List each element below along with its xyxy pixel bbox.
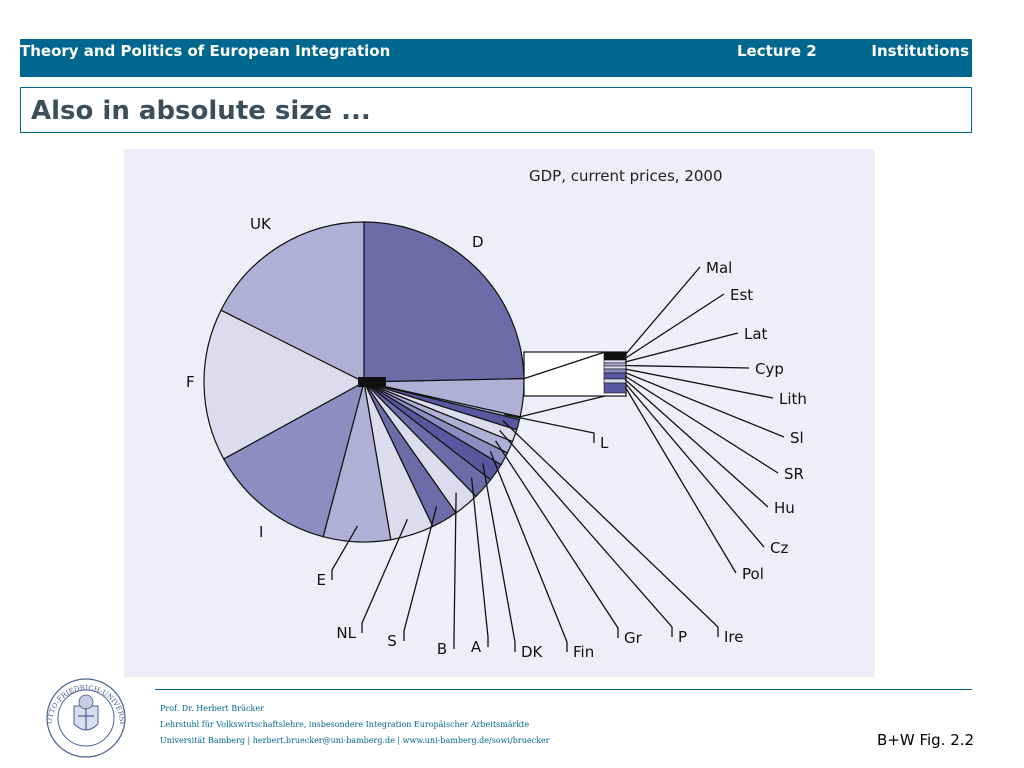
slice-label-gr: Gr bbox=[624, 629, 643, 647]
pie-slice-f bbox=[203, 309, 366, 460]
slice-label-pol: Pol bbox=[742, 565, 764, 583]
chart-panel: GDP, current prices, 2000 UK D F I E NL S B A DK F… bbox=[124, 149, 875, 677]
leader-line-lith bbox=[624, 368, 774, 399]
small-country-bar-4 bbox=[603, 365, 627, 370]
leader-line-lat bbox=[624, 332, 739, 363]
slice-label-ire: Ire bbox=[724, 628, 744, 646]
explode-connector bbox=[520, 351, 606, 418]
leader-line-pol bbox=[624, 386, 737, 574]
small-country-bar-3 bbox=[603, 362, 627, 367]
leader-line-l bbox=[504, 413, 595, 443]
leader-line-b bbox=[453, 492, 457, 649]
slice-label-hu: Hu bbox=[774, 499, 795, 517]
footer-chair: Lehrstuhl für Volkswirtschaftslehre, ins… bbox=[160, 720, 530, 729]
slice-label-d: D bbox=[472, 233, 484, 251]
pie-slice-uk bbox=[220, 221, 365, 383]
course-title: Theory and Politics of European Integrat… bbox=[20, 42, 391, 60]
small-country-bar-1 bbox=[603, 355, 627, 361]
slice-label-a: A bbox=[471, 638, 482, 656]
slice-label-l: L bbox=[600, 434, 609, 452]
leader-line-cz bbox=[624, 382, 765, 548]
small-country-bar-6 bbox=[603, 372, 627, 380]
slice-label-cyp: Cyp bbox=[755, 360, 784, 378]
slice-label-p: P bbox=[678, 628, 687, 646]
slice-label-e: E bbox=[317, 571, 326, 589]
pie-center-hub bbox=[358, 377, 386, 387]
slice-label-fin: Fin bbox=[573, 643, 594, 661]
slide-header-bar: Theory and Politics of European Integrat… bbox=[20, 39, 972, 77]
leader-line-e bbox=[331, 525, 359, 580]
slide-title-box: Also in absolute size ... bbox=[20, 87, 972, 133]
leader-line-gr bbox=[494, 440, 619, 638]
leader-line-sr bbox=[624, 375, 779, 474]
lecture-topic: Institutions bbox=[871, 42, 969, 60]
slice-label-lat: Lat bbox=[744, 325, 768, 343]
small-country-bar-5 bbox=[603, 368, 627, 374]
small-country-bar-8 bbox=[603, 382, 627, 394]
slice-label-nl: NL bbox=[336, 624, 356, 642]
university-seal-icon: OTTO-FRIEDRICH-UNIVERSITÄT BAMBERG bbox=[36, 665, 126, 758]
leader-line-s bbox=[403, 506, 438, 641]
lecture-number: Lecture 2 bbox=[737, 42, 817, 60]
small-country-bar-7 bbox=[603, 378, 627, 384]
leader-line-mal bbox=[624, 266, 701, 356]
leader-line-hu bbox=[624, 379, 769, 508]
slice-label-sr: SR bbox=[784, 465, 804, 483]
slice-label-mal: Mal bbox=[706, 259, 732, 277]
slice-label-dk: DK bbox=[521, 643, 544, 661]
leader-line-ire bbox=[502, 420, 719, 637]
chart-title: GDP, current prices, 2000 bbox=[529, 167, 723, 185]
pie-slice-i bbox=[222, 380, 365, 538]
footer-rule bbox=[155, 689, 972, 690]
gdp-pie-chart: GDP, current prices, 2000 UK D F I E NL S B A DK F… bbox=[186, 167, 807, 661]
slice-label-s: S bbox=[387, 632, 397, 650]
leader-line-sl bbox=[624, 371, 785, 438]
slide-title: Also in absolute size ... bbox=[31, 96, 371, 126]
leader-line-est bbox=[624, 293, 725, 360]
pie-slice-d bbox=[363, 221, 525, 383]
slice-label-sl: Sl bbox=[790, 429, 804, 447]
small-country-bar-2 bbox=[603, 359, 627, 364]
slice-label-uk: UK bbox=[250, 215, 272, 233]
slice-label-b: B bbox=[437, 640, 447, 658]
slice-label-est: Est bbox=[730, 286, 753, 304]
leader-line-nl bbox=[361, 519, 408, 633]
figure-reference: B+W Fig. 2.2 bbox=[877, 731, 975, 749]
slice-label-i: I bbox=[259, 523, 263, 541]
slice-label-f: F bbox=[186, 373, 195, 391]
university-seal: OTTO-FRIEDRICH-UNIVERSITÄT BAMBERG bbox=[36, 665, 132, 762]
slice-label-lith: Lith bbox=[779, 390, 807, 408]
slice-label-cz: Cz bbox=[770, 539, 788, 557]
footer-contact: Universität Bamberg | herbert.bruecker@u… bbox=[160, 736, 550, 745]
leader-line-dk bbox=[482, 463, 516, 652]
leader-line-cyp bbox=[624, 364, 750, 369]
small-country-bar-0 bbox=[603, 351, 627, 357]
leader-line-a bbox=[470, 477, 489, 647]
leader-line-fin bbox=[489, 450, 568, 652]
leader-line-p bbox=[499, 429, 673, 637]
footer-author: Prof. Dr. Herbert Brücker bbox=[160, 704, 264, 713]
